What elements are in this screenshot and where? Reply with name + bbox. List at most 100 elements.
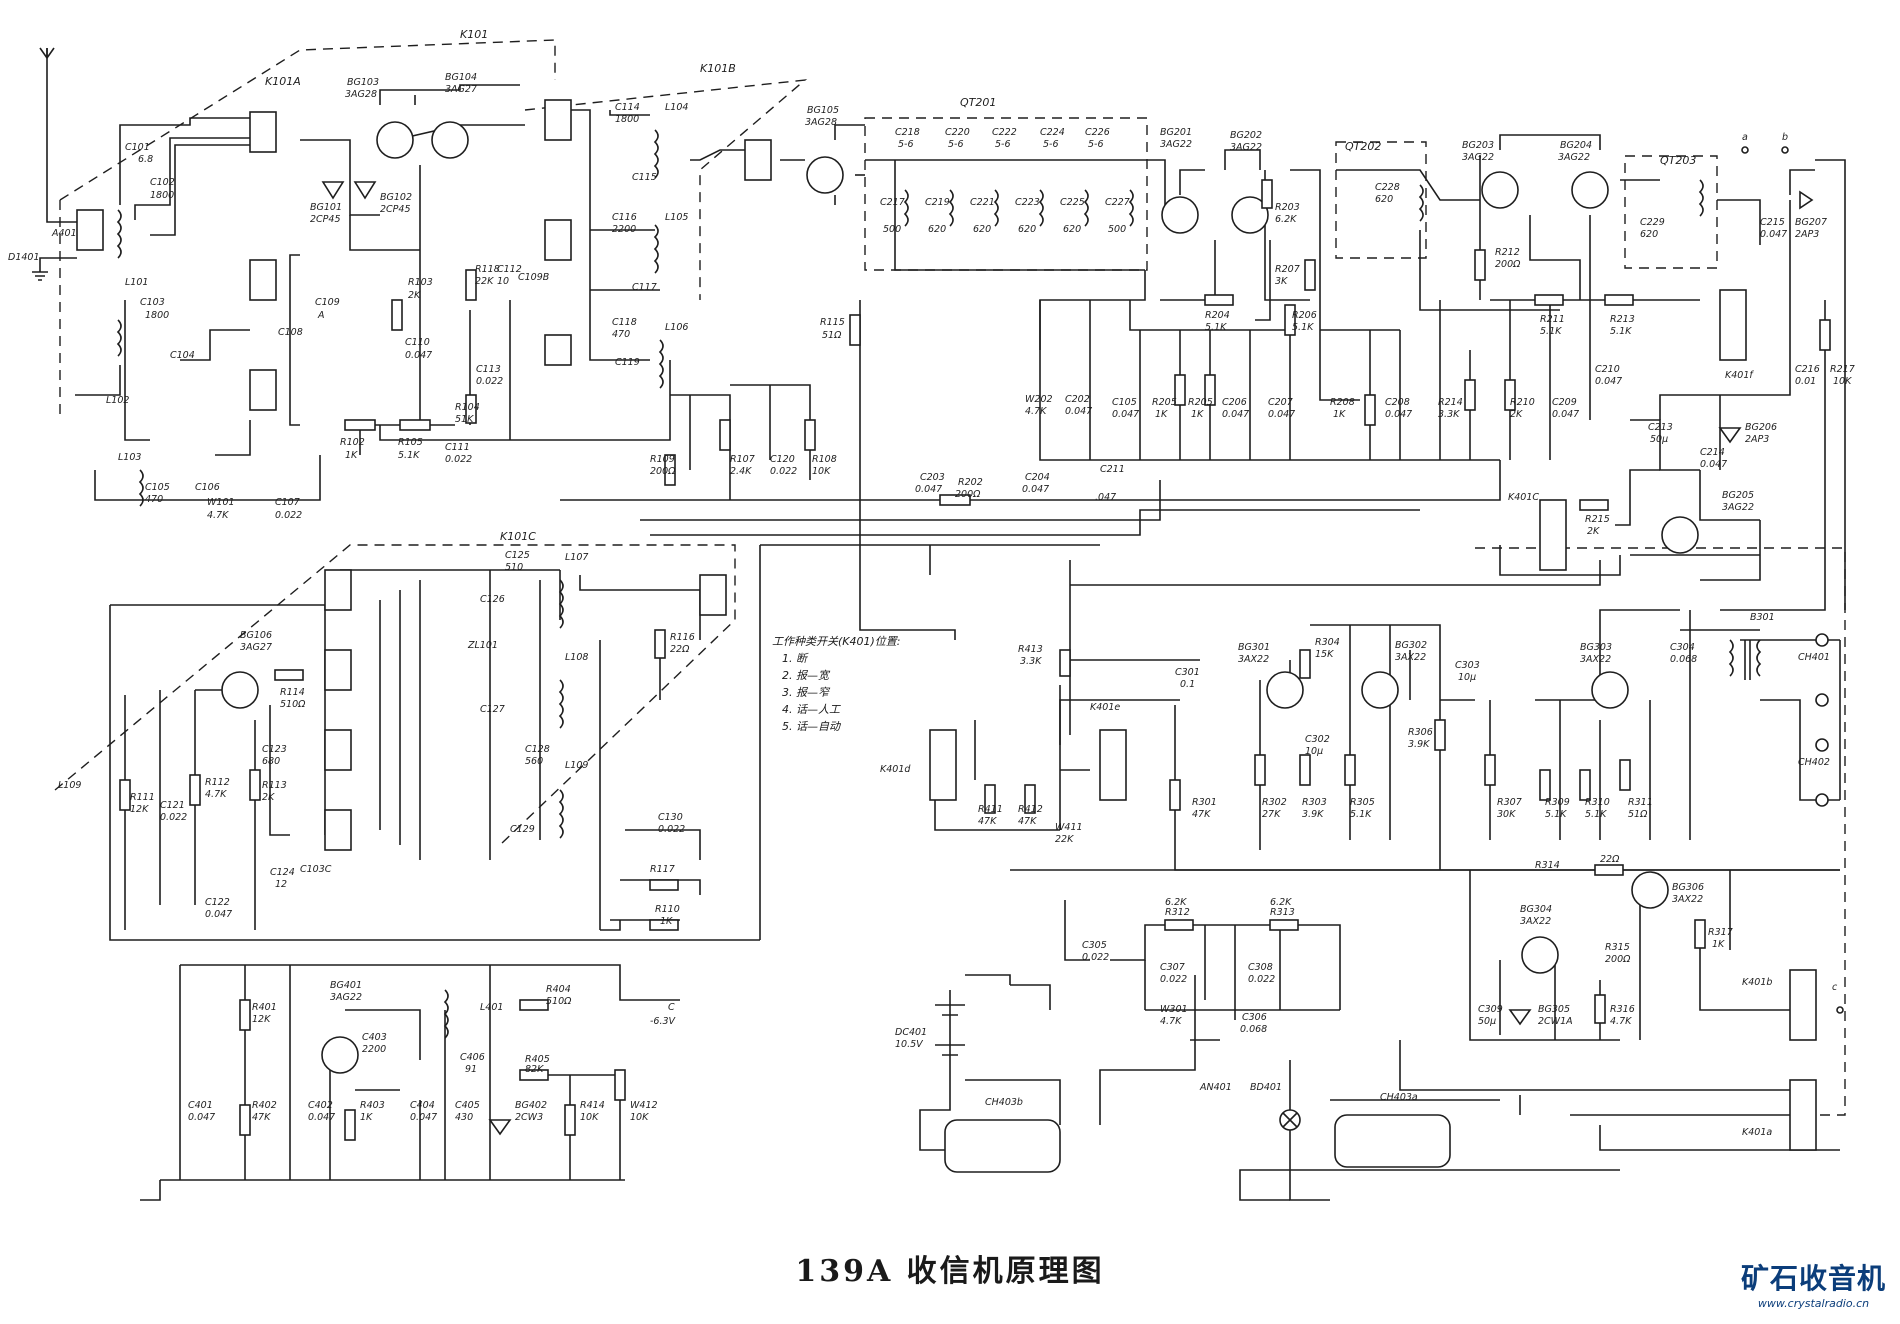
label: a [1742, 132, 1748, 143]
label: BG303 [1580, 642, 1612, 653]
label: 0.1 [1180, 679, 1195, 690]
coil-qt201-2 [948, 189, 954, 227]
transistor-bg303 [1591, 671, 1629, 709]
label: 5-6 [1088, 139, 1104, 150]
label: C104 [170, 350, 195, 361]
label: 510Ω [546, 996, 572, 1007]
label: C111 [445, 442, 470, 453]
label: K401d [880, 764, 911, 775]
group-label-k101c: K101C [500, 530, 536, 543]
label: 5-6 [995, 139, 1011, 150]
label: 12K [130, 804, 149, 815]
label: W301 [1160, 1004, 1188, 1015]
label: ZL101 [467, 640, 498, 651]
resistor-r213 [1604, 294, 1634, 306]
label: 1800 [615, 114, 639, 125]
label: 200Ω [650, 466, 676, 477]
label: BG202 [1230, 130, 1262, 141]
label: W101 [207, 497, 235, 508]
legend-item: 2. 报—宽 [782, 669, 829, 682]
label: 82K [525, 1064, 544, 1075]
label: 2CW1A [1538, 1016, 1573, 1027]
label: C119 [615, 357, 640, 368]
transistor-bg401 [321, 1036, 359, 1074]
box-k101b [524, 79, 808, 300]
resistor-w412 [614, 1069, 626, 1101]
label: R313 [1270, 907, 1295, 918]
resistor-r205a [1174, 374, 1186, 406]
label: BG302 [1395, 640, 1427, 651]
label: C301 [1175, 667, 1200, 678]
label: C216 [1795, 364, 1820, 375]
coil-qt201-6 [1128, 189, 1134, 227]
label: C116 [612, 212, 637, 223]
coil-l109 [558, 789, 564, 839]
label: BG306 [1672, 882, 1704, 893]
label: R413 [1018, 644, 1043, 655]
label: BG106 [240, 630, 272, 641]
label: R116 [670, 632, 695, 643]
label: BG402 [515, 1100, 547, 1111]
box-qt201 [864, 117, 1148, 271]
resistor-r207 [1304, 259, 1316, 291]
label: CH403a [1380, 1092, 1418, 1103]
label: R108 [812, 454, 837, 465]
label: 51Ω [1628, 809, 1648, 820]
coil-l106 [658, 339, 664, 389]
switch-k101c-4 [324, 809, 352, 851]
label: R205 [1152, 397, 1177, 408]
switch-k101b-low [544, 334, 572, 366]
switch-position-legend: 工作种类开关(K401)位置: 1. 断 2. 报—宽 3. 报—窄 4. 话—… [772, 633, 901, 735]
label: 30K [1497, 809, 1516, 820]
label: C217 [880, 197, 905, 208]
label: 10K [1833, 376, 1852, 387]
transistor-bg301 [1266, 671, 1304, 709]
label: 3AG27 [240, 642, 272, 653]
label: BG204 [1560, 140, 1592, 151]
label: 3AX22 [1672, 894, 1703, 905]
resistor-r116 [654, 629, 666, 659]
transistor-bg304 [1521, 936, 1559, 974]
label: C227 [1105, 197, 1130, 208]
legend-item: 3. 报—窄 [782, 686, 829, 699]
legend-item: 1. 断 [782, 652, 807, 665]
diode-bg207 [1799, 190, 1814, 210]
label: 1K [1155, 409, 1168, 420]
label: 510Ω [280, 699, 306, 710]
label: -6.3V [650, 1016, 677, 1027]
legend-item: 5. 话—自动 [782, 720, 840, 733]
label: 4.7K [207, 510, 229, 521]
label: 50μ [1478, 1016, 1496, 1027]
coil-l101 [116, 209, 122, 259]
coil-l107 [558, 579, 564, 629]
label: L109 [565, 760, 588, 771]
label: .047 [1095, 492, 1116, 503]
label: C207 [1268, 397, 1293, 408]
transistor-bg302 [1361, 671, 1399, 709]
label: 1K [1333, 409, 1346, 420]
switch-k401d [929, 729, 957, 801]
label: 22K [475, 276, 494, 287]
label: 10μ [1305, 746, 1323, 757]
label: C105 [145, 482, 170, 493]
lamp-cross [1282, 1112, 1298, 1128]
label: C218 [895, 127, 920, 138]
label: 3AG22 [1230, 142, 1262, 153]
label: R105 [398, 437, 423, 448]
label: 50μ [1650, 434, 1668, 445]
label: 3AG22 [1462, 152, 1494, 163]
label: C113 [476, 364, 501, 375]
diode-bg305 [1508, 1009, 1532, 1026]
label: B301 [1750, 612, 1775, 623]
label: R305 [1350, 797, 1375, 808]
resistor-r313 [1269, 919, 1299, 931]
label: R103 [408, 277, 433, 288]
label: C117 [632, 282, 657, 293]
label: 5.1K [1610, 326, 1632, 337]
watermark-url: www.crystalradio.cn [1757, 1297, 1870, 1310]
label: BG305 [1538, 1004, 1570, 1015]
label: L102 [106, 395, 129, 406]
label: 5-6 [898, 139, 914, 150]
resistor-r405 [519, 1069, 549, 1081]
